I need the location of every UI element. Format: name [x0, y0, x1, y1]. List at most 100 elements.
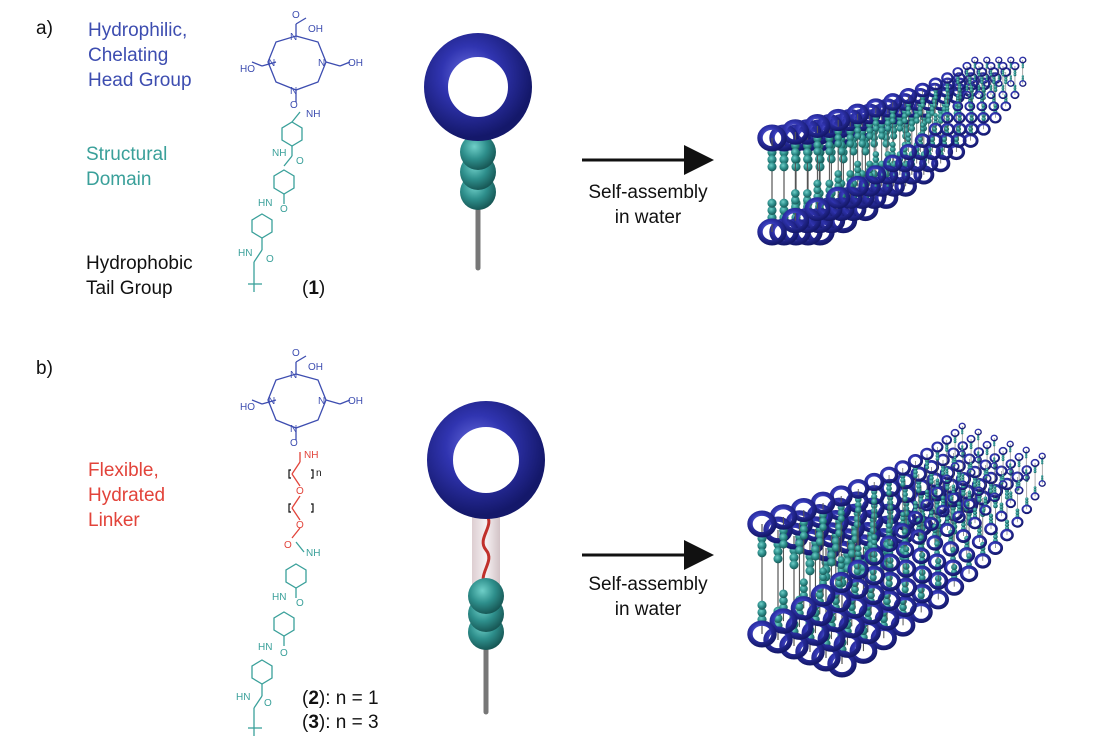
bead: [993, 503, 998, 509]
bead: [825, 147, 834, 156]
bead: [1017, 480, 1021, 484]
bead: [869, 521, 877, 529]
bead: [935, 481, 940, 486]
bead: [989, 84, 993, 88]
bead: [1041, 462, 1044, 465]
bead: [908, 120, 916, 127]
head-ring: [910, 466, 928, 482]
bead: [1025, 497, 1029, 501]
bead: [791, 162, 801, 172]
atom-o: O: [296, 486, 304, 497]
atom-n: N: [268, 396, 275, 407]
head-ring: [974, 553, 992, 569]
head-ring: [804, 197, 831, 222]
atom-o: O: [264, 698, 272, 709]
bead: [795, 545, 804, 555]
head-ring: [952, 510, 966, 524]
bead: [929, 475, 934, 481]
panel-b-label: b): [36, 358, 53, 379]
bead: [997, 64, 1000, 67]
bead: [869, 527, 877, 535]
head-ring: [971, 56, 979, 64]
bead: [935, 453, 940, 458]
head-ring: [953, 112, 966, 124]
bead: [945, 448, 949, 452]
bead: [870, 140, 878, 148]
bead: [866, 132, 874, 140]
bead: [884, 125, 892, 132]
amphiphile-cartoon-b: [427, 401, 545, 715]
bead: [1013, 71, 1017, 75]
head-ring: [1000, 101, 1012, 112]
bead: [813, 186, 822, 195]
bead: [811, 551, 820, 561]
bead: [900, 511, 906, 518]
bead: [973, 64, 976, 67]
head-ring: [864, 547, 885, 566]
head-ring: [1038, 480, 1046, 487]
head-ring: [959, 565, 979, 583]
head-ring: [974, 456, 982, 463]
bead: [825, 141, 834, 150]
bead: [854, 501, 862, 509]
bead: [1021, 64, 1024, 67]
bead: [961, 432, 964, 435]
bead: [886, 485, 892, 492]
bead: [866, 160, 874, 168]
bead: [908, 125, 916, 132]
bead: [913, 117, 920, 124]
bead: [972, 510, 978, 516]
bead: [805, 566, 815, 576]
bead: [779, 596, 788, 605]
bead: [789, 553, 799, 563]
bead: [913, 473, 918, 479]
head-ring: [1006, 440, 1014, 448]
bead: [940, 498, 946, 504]
head-ring: [944, 577, 965, 596]
head-ring: [974, 428, 982, 436]
head-ring: [989, 492, 1001, 503]
bead: [1001, 71, 1005, 75]
head-ring: [912, 565, 933, 584]
bead: [460, 134, 496, 170]
bead: [901, 117, 908, 124]
structural-domain-label: Structural Domain: [86, 144, 168, 190]
bead: [468, 578, 504, 614]
bead: [878, 127, 886, 135]
bead: [1004, 80, 1008, 85]
head-ring: [941, 435, 953, 445]
bead: [827, 551, 836, 560]
bead: [773, 554, 783, 564]
head-ring: [927, 553, 947, 571]
linker-tube: [472, 512, 500, 598]
bead: [905, 132, 912, 138]
bead: [1025, 454, 1028, 457]
head-ring: [880, 553, 901, 572]
bead: [799, 525, 808, 534]
bead: [1009, 66, 1012, 69]
bead: [972, 479, 978, 485]
head-ring: [958, 547, 976, 563]
bead: [767, 162, 777, 172]
head-ring: [990, 462, 998, 469]
bead: [973, 66, 976, 69]
bead: [757, 548, 767, 558]
bead: [872, 120, 880, 127]
bead: [854, 550, 862, 558]
bead: [965, 86, 969, 90]
bead: [933, 95, 938, 101]
bead: [945, 95, 950, 101]
bead: [993, 534, 998, 540]
bead: [767, 155, 777, 165]
head-ring: [1007, 56, 1015, 64]
head-ring: [757, 218, 787, 246]
bead: [929, 479, 934, 485]
bead: [854, 160, 862, 168]
nanoribbon-assembly-b: [747, 422, 1046, 678]
head-ring: [966, 468, 976, 477]
bead: [837, 556, 845, 564]
atom-o: O: [280, 204, 288, 215]
head-ring: [962, 90, 972, 100]
head-ring: [957, 480, 969, 491]
bead: [1013, 84, 1017, 88]
